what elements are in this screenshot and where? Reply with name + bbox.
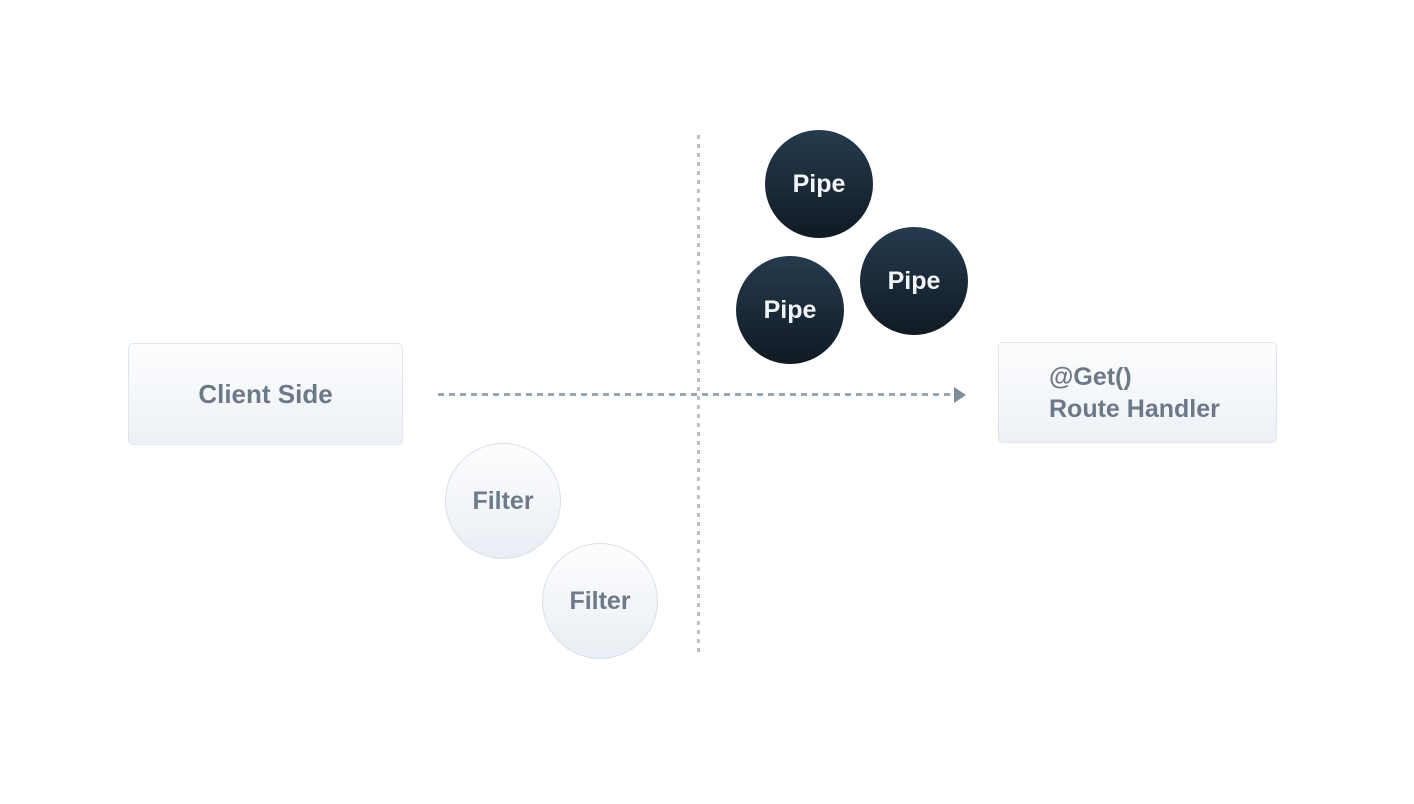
route-handler-node: @Get() Route Handler [998,342,1277,443]
pipe-node-3: Pipe [860,227,968,335]
pipe-label: Pipe [792,169,846,198]
route-handler-label: Route Handler [1049,394,1220,423]
client-side-label: Client Side [198,378,333,409]
pipe-label: Pipe [887,266,941,295]
filter-label: Filter [569,586,631,615]
request-flow-dashed-line [438,393,956,396]
pipe-node-1: Pipe [765,130,873,238]
filter-node-2: Filter [542,543,658,659]
pipe-label: Pipe [763,295,817,324]
filter-label: Filter [472,486,534,515]
client-side-node: Client Side [128,343,403,445]
arrow-right-icon [954,387,966,403]
route-handler-text: @Get() Route Handler [1049,361,1220,425]
route-decorator-label: @Get() [1049,362,1132,391]
pipe-node-2: Pipe [736,256,844,364]
filter-node-1: Filter [445,443,561,559]
